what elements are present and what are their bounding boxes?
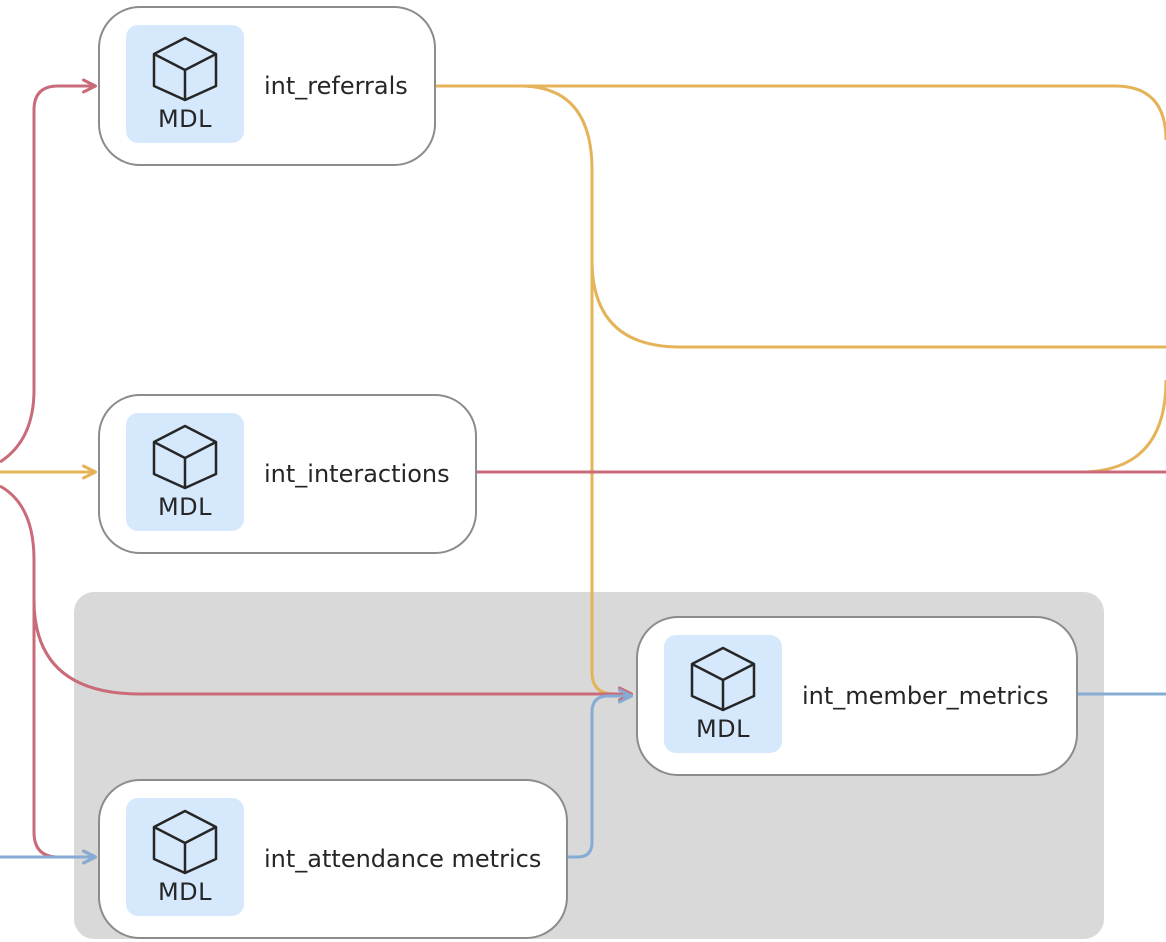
node-label: int_interactions	[264, 460, 450, 488]
cube-icon	[690, 646, 756, 712]
edge-source-to-referrals	[0, 78, 97, 464]
node-label: int_referrals	[264, 72, 408, 100]
model-badge-label: MDL	[695, 715, 751, 743]
node-int-referrals[interactable]: MDL int_referrals	[98, 6, 436, 166]
edge-referrals-to-member-metrics	[590, 200, 633, 702]
node-int-member-metrics[interactable]: MDL int_member_metrics	[636, 616, 1078, 776]
node-label: int_member_metrics	[802, 682, 1049, 710]
node-label: int_attendance metrics	[264, 845, 542, 873]
cube-icon	[152, 36, 218, 102]
edge-attendance-to-member-metrics	[568, 688, 633, 859]
model-badge-label: MDL	[157, 493, 213, 521]
model-badge: MDL	[126, 798, 244, 916]
edge-referrals-to-right-mid	[436, 84, 1166, 349]
node-int-interactions[interactable]: MDL int_interactions	[98, 394, 477, 554]
model-badge: MDL	[664, 635, 782, 753]
edge-referrals-to-right-top	[436, 84, 1166, 141]
cube-icon	[152, 809, 218, 875]
cube-icon	[152, 424, 218, 490]
model-badge-label: MDL	[157, 878, 213, 906]
model-badge-label: MDL	[157, 105, 213, 133]
model-badge: MDL	[126, 25, 244, 143]
edge-source-to-attendance	[32, 560, 97, 865]
model-badge: MDL	[126, 413, 244, 531]
node-int-attendance-metrics[interactable]: MDL int_attendance metrics	[98, 779, 568, 939]
edge-right-curve-to-interactions-row	[1079, 379, 1166, 474]
